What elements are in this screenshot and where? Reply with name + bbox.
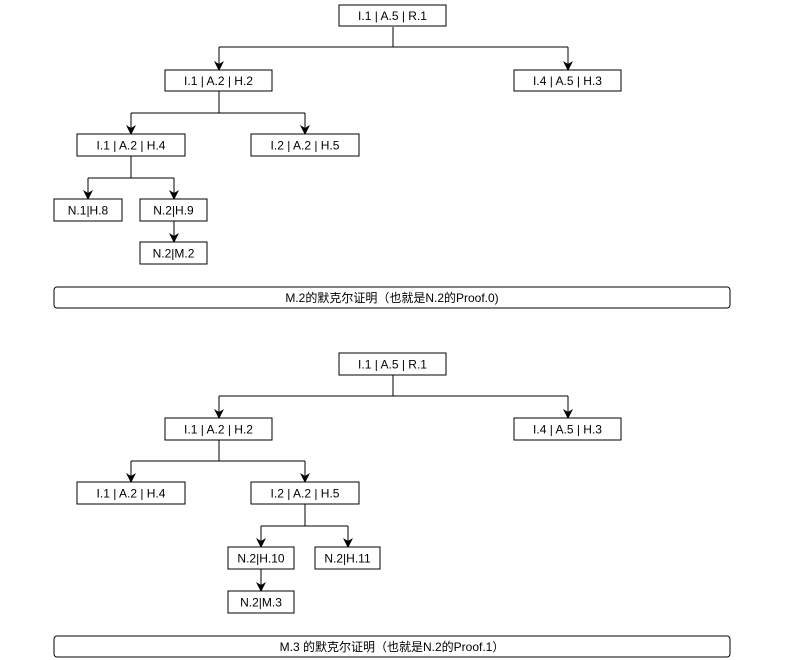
node-t2-m3-label: N.2|M.3	[240, 596, 282, 610]
caption-tree-1-text: M.2的默克尔证明（也就是N.2的Proof.0)	[285, 290, 498, 305]
node-t1-h9: N.2|H.9	[139, 198, 208, 222]
node-t2-m3: N.2|M.3	[227, 590, 295, 614]
node-t2-root-label: I.1 | A.5 | R.1	[358, 358, 427, 372]
edge-a2h2-split-2	[131, 440, 305, 462]
caption-tree-2-text: M.3 的默克尔证明（也就是N.2的Proof.1）	[280, 639, 505, 654]
node-t1-a2h2: I.1 | A.2 | H.2	[164, 69, 273, 92]
node-t1-a2h2-label: I.1 | A.2 | H.2	[184, 74, 253, 88]
node-t1-root-label: I.1 | A.5 | R.1	[358, 9, 427, 23]
node-t1-h8-label: N.1|H.8	[68, 204, 109, 218]
node-t2-a2h5: I.2 | A.2 | H.5	[250, 481, 360, 505]
tree-1-edges	[83, 27, 573, 243]
node-t1-a5h3-label: I.4 | A.5 | H.3	[533, 74, 602, 88]
edge-root-split	[219, 27, 568, 48]
tree-1: I.1 | A.5 | R.1 I.1 | A.2 | H.2 I.4 | A.…	[53, 4, 731, 309]
tree-2-edges	[126, 375, 573, 592]
node-t2-h11-label: N.2|H.11	[324, 552, 371, 566]
node-t1-h8: N.1|H.8	[53, 198, 123, 222]
node-t2-root: I.1 | A.5 | R.1	[338, 352, 447, 376]
node-t2-h10-label: N.2|H.10	[237, 552, 284, 566]
tree-2: I.1 | A.5 | R.1 I.1 | A.2 | H.2 I.4 | A.…	[53, 352, 731, 658]
caption-tree-1: M.2的默克尔证明（也就是N.2的Proof.0)	[53, 286, 731, 309]
edge-a2h4-split	[88, 156, 174, 179]
node-t2-a5h3: I.4 | A.5 | H.3	[513, 417, 622, 441]
edge-a2h2-split	[131, 91, 305, 114]
node-t2-a2h5-label: I.2 | A.2 | H.5	[271, 487, 340, 501]
node-t2-h10: N.2|H.10	[227, 546, 295, 570]
node-t1-a2h4: I.1 | A.2 | H.4	[76, 133, 186, 157]
node-t2-a2h4: I.1 | A.2 | H.4	[76, 481, 186, 505]
node-t1-a2h5-label: I.2 | A.2 | H.5	[271, 139, 340, 153]
edge-a2h5-split	[261, 504, 348, 527]
node-t1-a2h5: I.2 | A.2 | H.5	[250, 133, 360, 157]
node-t2-h11: N.2|H.11	[314, 546, 381, 570]
node-t1-m2: N.2|M.2	[139, 241, 208, 265]
edge-root-split-2	[219, 375, 568, 397]
node-t1-root: I.1 | A.5 | R.1	[338, 4, 447, 27]
node-t1-m2-label: N.2|M.2	[153, 247, 195, 261]
node-t1-h9-label: N.2|H.9	[153, 204, 194, 218]
node-t2-a2h2-label: I.1 | A.2 | H.2	[184, 423, 253, 437]
node-t2-a2h2: I.1 | A.2 | H.2	[164, 417, 273, 441]
node-t1-a5h3: I.4 | A.5 | H.3	[513, 69, 622, 92]
node-t1-a2h4-label: I.1 | A.2 | H.4	[97, 139, 166, 153]
node-t2-a5h3-label: I.4 | A.5 | H.3	[533, 423, 602, 437]
caption-tree-2: M.3 的默克尔证明（也就是N.2的Proof.1）	[53, 635, 731, 658]
node-t2-a2h4-label: I.1 | A.2 | H.4	[97, 487, 166, 501]
